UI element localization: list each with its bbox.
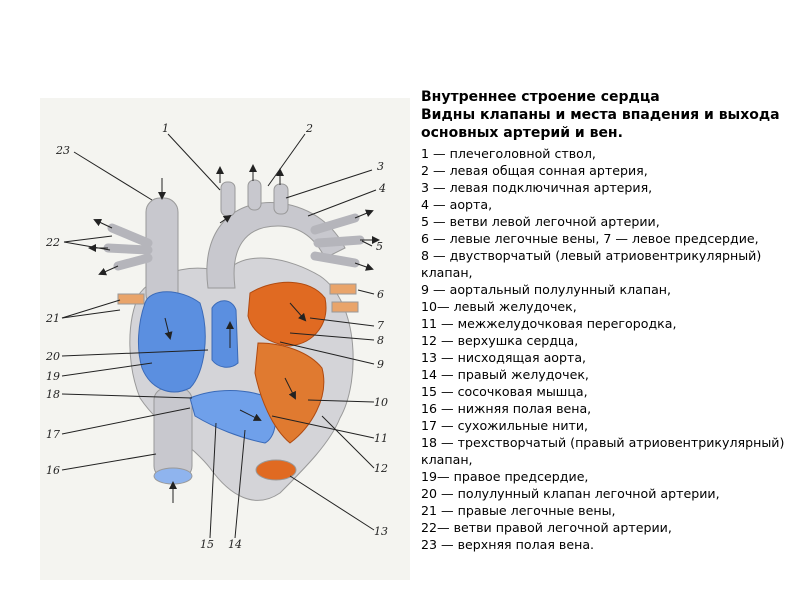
legend-item: 18 — трехстворчатый (правый атриовентрик… [421,435,785,467]
inferior-vena-cava [153,387,193,479]
legend-list: 1 — плечеголовной ствол, 2 — левая общая… [421,145,791,553]
heart-illustration: 1 2 3 4 5 6 7 8 9 10 11 12 13 14 15 16 1… [45,122,388,551]
left-pulmonary-branches [310,213,365,268]
leader-lines [61,133,377,539]
label-14: 14 [228,538,242,551]
legend-item: 4 — аорта, [421,197,493,212]
label-10: 10 [374,396,388,409]
pulmonary-trunk [211,300,239,368]
legend-item: 6 — левые легочные вены, 7 — левое предс… [421,231,759,246]
legend-item: 20 — полулунный клапан легочной артерии, [421,486,720,501]
legend-item: 16 — нижняя полая вена, [421,401,592,416]
label-17: 17 [46,428,60,441]
left-pulmonary-veins [329,283,357,295]
label-20: 20 [45,350,60,363]
legend-item: 9 — аортальный полулунный клапан, [421,282,672,297]
label-4: 4 [378,182,386,195]
flow-arrows [88,164,380,503]
label-9: 9 [377,358,384,371]
left-atrium [247,281,327,347]
legend-item: 11 — межжелудочковая перегородка, [421,316,677,331]
legend-item: 19— правое предсердие, [421,469,589,484]
label-6: 6 [377,288,384,301]
legend-item: 15 — сосочковая мышца, [421,384,588,399]
label-23: 23 [55,144,70,157]
label-8: 8 [377,334,384,347]
label-18: 18 [46,388,60,401]
legend-item: 12 — верхушка сердца, [421,333,579,348]
legend-item: 23 — верхняя полая вена. [421,537,595,552]
right-pulmonary-veins [117,293,145,305]
label-19: 19 [46,370,60,383]
label-5: 5 [376,240,383,253]
legend-item: 14 — правый желудочек, [421,367,589,382]
legend-item: 8 — двустворчатый (левый атриовентрикуля… [421,248,762,280]
legend-item: 22— ветви правой легочной артерии, [421,520,672,535]
label-16: 16 [46,464,60,477]
ivc-opening [153,467,193,485]
descending-aorta [255,459,297,481]
legend-item: 17 — сухожильные нити, [421,418,589,433]
label-2: 2 [305,122,313,135]
legend-item: 5 — ветви левой легочной артерии, [421,214,660,229]
left-common-carotid [247,179,262,211]
label-15: 15 [200,538,214,551]
left-pulmonary-veins-2 [331,301,359,313]
label-3: 3 [377,160,384,173]
label-13: 13 [374,525,388,538]
title: Внутреннее строение сердца [421,89,660,105]
legend-item: 21 — правые легочные вены, [421,503,616,518]
description-panel: Внутреннее строение сердца Видны клапаны… [421,88,791,553]
right-atrium [137,291,206,393]
legend-item: 2 — левая общая сонная артерия, [421,163,648,178]
brachiocephalic-trunk [220,181,236,217]
label-1: 1 [162,122,169,135]
label-7: 7 [377,319,384,332]
label-12: 12 [374,462,388,475]
legend-item: 10— левый желудочек, [421,299,577,314]
subtitle: Видны клапаны и места впадения и выхода … [421,107,780,141]
legend-item: 1 — плечеголовной ствол, [421,146,596,161]
legend-item: 3 — левая подключичная артерия, [421,180,653,195]
label-11: 11 [374,432,388,445]
label-22: 22 [45,236,60,249]
left-subclavian [273,183,289,215]
right-pulmonary-branches [103,223,153,271]
figure-number-labels: 1 2 3 4 5 6 7 8 9 10 11 12 13 14 15 16 1… [45,122,388,551]
label-21: 21 [45,312,60,325]
legend-item: 13 — нисходящая аорта, [421,350,587,365]
heart-diagram: 1 2 3 4 5 6 7 8 9 10 11 12 13 14 15 16 1… [40,98,410,580]
